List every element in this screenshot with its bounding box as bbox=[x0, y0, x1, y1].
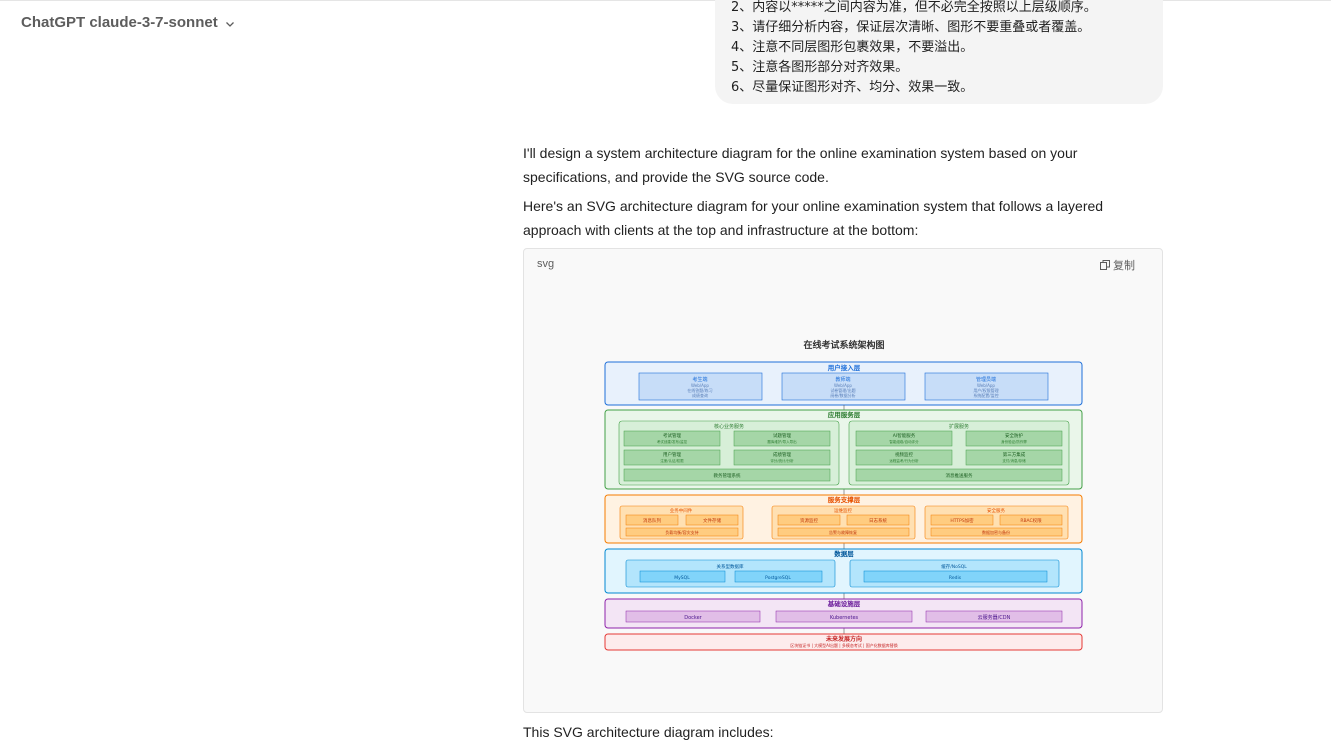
svg-text:考试创建/发布/监控: 考试创建/发布/监控 bbox=[657, 439, 688, 444]
assistant-paragraph: This SVG architecture diagram includes: bbox=[523, 724, 774, 740]
svg-text:视频监控: 视频监控 bbox=[895, 451, 913, 458]
svg-text:消息推送服务: 消息推送服务 bbox=[946, 472, 973, 479]
svg-text:成绩管理: 成绩管理 bbox=[773, 451, 791, 458]
user-message-line: 3、请仔细分析内容，保证层次清晰、图形不要重叠或者覆盖。 bbox=[731, 20, 1091, 35]
user-message-bubble: 2、内容以*****之间内容为准，但不必完全按照以上层级顺序。 3、请仔细分析内… bbox=[715, 0, 1163, 104]
svg-text:Web/App: Web/App bbox=[977, 383, 995, 388]
svg-text:用户/权限管理: 用户/权限管理 bbox=[973, 387, 998, 393]
svg-text:教务管理系统: 教务管理系统 bbox=[714, 472, 741, 479]
assistant-paragraph: Here's an SVG architecture diagram for y… bbox=[523, 198, 1104, 238]
copy-icon bbox=[1100, 260, 1110, 270]
svg-code-block: svg 复制 在线考试系统架构图 用户接入层 考生端 Web/App 在线答题/… bbox=[523, 248, 1163, 713]
future-layer-text: 区块链证书 | 大模型AI出题 | 多模态考试 | 国产化数据库替换 bbox=[790, 642, 898, 648]
user-message-line: 2、内容以*****之间内容为准，但不必完全按照以上层级顺序。 bbox=[731, 0, 1097, 15]
top-border bbox=[0, 0, 1331, 1]
svg-text:安全服务: 安全服务 bbox=[987, 507, 1005, 514]
client-box: 管理员端 Web/App 用户/权限管理 系统配置/监控 bbox=[924, 372, 1049, 401]
svg-text:文件存储: 文件存储 bbox=[703, 517, 721, 524]
user-message-line: 4、注意不同层图形包裹效果，不要溢出。 bbox=[731, 40, 974, 55]
core-services-title: 核心业务服务 bbox=[714, 423, 744, 430]
svg-text:业务中间件: 业务中间件 bbox=[670, 507, 693, 514]
svg-text:Web/App: Web/App bbox=[691, 383, 709, 388]
svg-text:智能组卷/自动评分: 智能组卷/自动评分 bbox=[889, 439, 919, 444]
svg-text:系统配置/监控: 系统配置/监控 bbox=[973, 392, 998, 398]
svg-text:Kubernetes: Kubernetes bbox=[830, 615, 859, 621]
svg-text:考试管理: 考试管理 bbox=[663, 432, 681, 439]
model-selector[interactable]: ChatGPT claude-3-7-sonnet bbox=[21, 14, 236, 31]
svg-text:缓存/NoSQL: 缓存/NoSQL bbox=[941, 563, 967, 570]
copy-button[interactable]: 复制 bbox=[1100, 257, 1135, 273]
svg-text:教师端: 教师端 bbox=[835, 376, 850, 383]
svg-text:身份验证/防作弊: 身份验证/防作弊 bbox=[1001, 439, 1027, 444]
svg-text:资源监控: 资源监控 bbox=[800, 517, 818, 524]
svg-text:Redis: Redis bbox=[949, 575, 962, 581]
svg-text:考生端: 考生端 bbox=[692, 376, 707, 383]
user-message-line: 6、尽量保证图形对齐、均分、效果一致。 bbox=[731, 80, 974, 95]
svg-text:评分/统计/分析: 评分/统计/分析 bbox=[770, 458, 794, 463]
architecture-diagram: 在线考试系统架构图 用户接入层 考生端 Web/App 在线答题/练习 成绩查询… bbox=[604, 339, 1083, 651]
user-message-line: 5、注意各图形部分对齐效果。 bbox=[731, 60, 909, 75]
chevron-down-icon bbox=[225, 21, 234, 27]
svg-text:运维监控: 运维监控 bbox=[834, 507, 852, 514]
future-layer-title: 未来发展方向 bbox=[826, 635, 862, 643]
svg-text:Web/App: Web/App bbox=[834, 383, 852, 388]
svg-text:第三方集成: 第三方集成 bbox=[1003, 451, 1026, 458]
svg-text:支付/消息/存储: 支付/消息/存储 bbox=[1002, 458, 1026, 463]
future-layer bbox=[604, 633, 1083, 651]
svg-text:注册/认证/权限: 注册/认证/权限 bbox=[660, 458, 684, 463]
svg-text:管理员端: 管理员端 bbox=[976, 376, 996, 383]
svg-text:Docker: Docker bbox=[684, 615, 702, 621]
assistant-paragraph: I'll design a system architecture diagra… bbox=[523, 145, 1078, 185]
code-language-label: svg bbox=[537, 258, 555, 270]
svg-text:消息队列: 消息队列 bbox=[643, 517, 661, 524]
svg-text:在线答题/练习: 在线答题/练习 bbox=[687, 387, 712, 393]
svg-text:阅卷/数据分析: 阅卷/数据分析 bbox=[830, 392, 855, 398]
data-layer-title: 数据层 bbox=[834, 549, 854, 558]
extension-services-title: 扩展服务 bbox=[949, 423, 969, 430]
app-layer-title: 应用服务层 bbox=[828, 410, 861, 419]
svg-text:MySQL: MySQL bbox=[674, 575, 690, 581]
copy-label: 复制 bbox=[1113, 259, 1135, 272]
svg-text:负载均衡/容灾支持: 负载均衡/容灾支持 bbox=[665, 529, 698, 535]
svg-text:RBAC权限: RBAC权限 bbox=[1020, 517, 1042, 524]
svg-text:告警与故障恢复: 告警与故障恢复 bbox=[829, 529, 857, 535]
diagram-title: 在线考试系统架构图 bbox=[803, 339, 884, 351]
svg-text:PostgreSQL: PostgreSQL bbox=[765, 575, 791, 581]
svg-text:远程监考/行为分析: 远程监考/行为分析 bbox=[889, 458, 919, 463]
svg-text:HTTPS加密: HTTPS加密 bbox=[950, 517, 974, 524]
svg-text:AI智能服务: AI智能服务 bbox=[893, 432, 916, 439]
infra-layer-title: 基础设施层 bbox=[827, 599, 861, 608]
svg-text:数据加密与备份: 数据加密与备份 bbox=[982, 529, 1010, 535]
client-box: 教师端 Web/App 试卷管理/出题 阅卷/数据分析 bbox=[781, 372, 906, 401]
svg-text:安全防护: 安全防护 bbox=[1005, 432, 1023, 439]
svg-text:成绩查询: 成绩查询 bbox=[692, 392, 708, 398]
svg-text:试题管理: 试题管理 bbox=[773, 432, 791, 439]
model-label: ChatGPT claude-3-7-sonnet bbox=[21, 14, 218, 31]
svg-text:试卷管理/出题: 试卷管理/出题 bbox=[830, 387, 855, 393]
svg-text:用户管理: 用户管理 bbox=[663, 451, 681, 458]
svg-text:题库维护/导入导出: 题库维护/导入导出 bbox=[767, 439, 797, 444]
svg-text:日志系统: 日志系统 bbox=[869, 517, 887, 524]
client-layer-title: 用户接入层 bbox=[827, 363, 861, 372]
svg-text:云服务器/CDN: 云服务器/CDN bbox=[978, 614, 1011, 621]
client-box: 考生端 Web/App 在线答题/练习 成绩查询 bbox=[638, 372, 763, 401]
support-layer-title: 服务支撑层 bbox=[828, 495, 861, 504]
svg-text:关系型数据库: 关系型数据库 bbox=[717, 563, 744, 570]
